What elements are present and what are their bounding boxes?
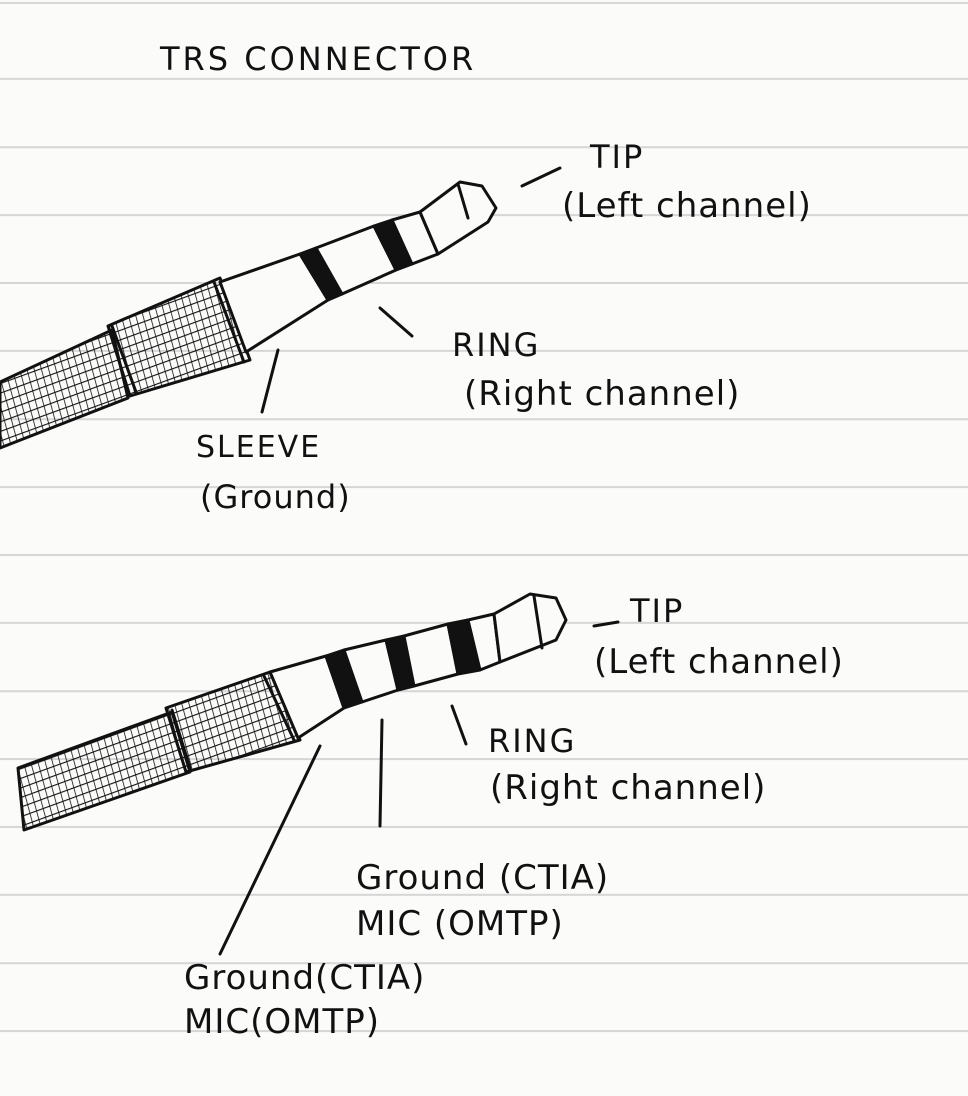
trs-tip-role: (Left channel) xyxy=(562,186,812,226)
trrs-cable xyxy=(16,710,192,832)
trrs-ring2-role-omtp: MIC (OMTP) xyxy=(356,904,564,944)
trs-connector xyxy=(0,166,562,450)
trs-tip-leader xyxy=(520,166,562,188)
trs-tip xyxy=(418,180,498,256)
trrs-tip xyxy=(492,592,568,664)
trrs-tip-leader xyxy=(592,620,620,628)
trrs-ring-leader xyxy=(450,704,468,746)
trrs-grip xyxy=(164,670,302,774)
trrs-connector xyxy=(16,592,620,956)
trrs-tip-role: (Left channel) xyxy=(594,642,844,682)
trs-ring-role: (Right channel) xyxy=(464,374,741,414)
trrs-sleeve-role-ctia: Ground(CTIA) xyxy=(184,958,426,998)
trrs-ring2-role-ctia: Ground (CTIA) xyxy=(356,858,610,898)
trs-tip-label: TIP xyxy=(590,138,645,176)
trs-ring-leader xyxy=(378,306,414,338)
trs-sleeve-role: (Ground) xyxy=(200,478,351,516)
page-title: TRS CONNECTOR xyxy=(160,40,477,78)
trs-grip xyxy=(106,276,252,398)
trs-sleeve-label: SLEEVE xyxy=(196,430,322,465)
trs-sleeve-leader xyxy=(260,348,280,414)
trrs-sleeve-role-omtp: MIC(OMTP) xyxy=(184,1002,380,1042)
trrs-tip-label: TIP xyxy=(630,592,685,630)
trrs-ring2-leader xyxy=(378,718,384,828)
trrs-ring-label: RING xyxy=(488,722,577,760)
trs-cable xyxy=(0,328,130,450)
trrs-sleeve-leader xyxy=(218,744,322,956)
trs-ring-label: RING xyxy=(452,326,541,364)
trrs-ring-role: (Right channel) xyxy=(490,768,767,808)
